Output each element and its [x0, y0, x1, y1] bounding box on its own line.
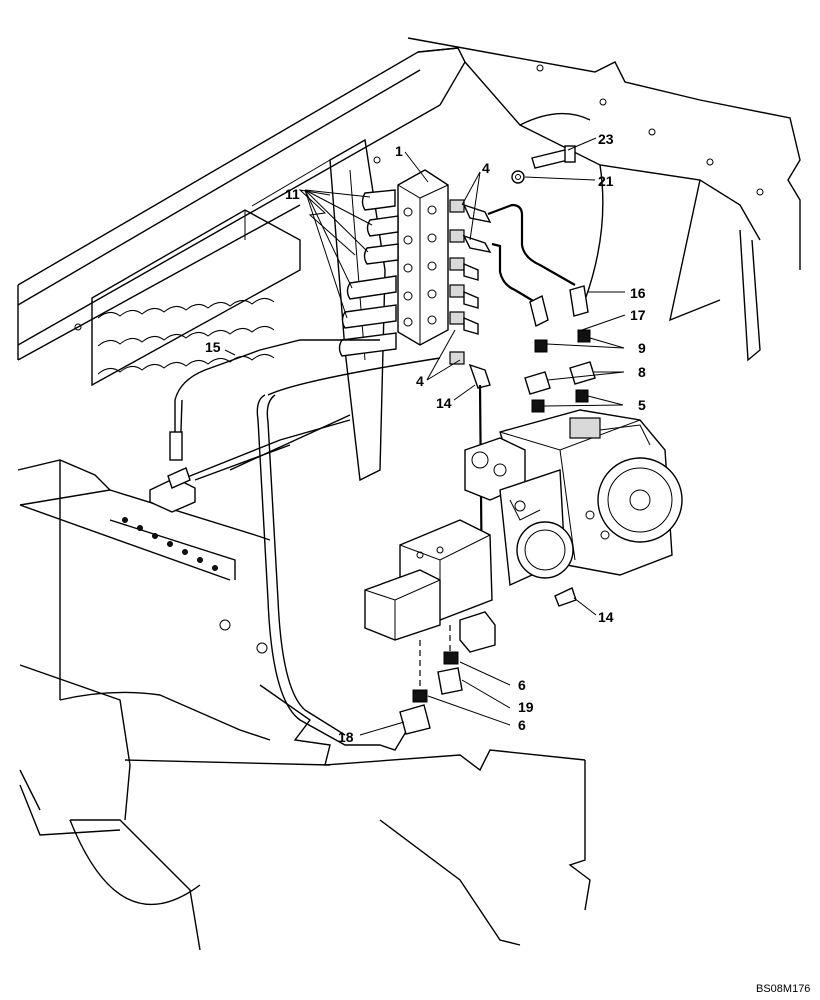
drawing-reference-code: BS08M176 — [756, 983, 810, 995]
pressure-plugs — [338, 189, 399, 357]
leader-lines — [224, 137, 626, 736]
callout-17: 17 — [630, 307, 646, 323]
callout-labels: 1 4 4 5 6 6 8 9 11 14 14 15 16 17 18 19 … — [205, 131, 646, 745]
manifold-block — [397, 169, 449, 346]
callout-8: 8 — [638, 364, 646, 380]
callout-6-upper: 6 — [518, 677, 526, 693]
callout-23: 23 — [598, 131, 614, 147]
callout-21: 21 — [598, 173, 614, 189]
tee-fitting-left — [149, 431, 196, 513]
callout-4-upper: 4 — [482, 160, 490, 176]
callout-6-lower: 6 — [518, 717, 526, 733]
bolt-hole-row — [122, 517, 218, 571]
callout-1: 1 — [395, 143, 403, 159]
lower-left-chassis — [17, 459, 591, 951]
callout-16: 16 — [630, 285, 646, 301]
callout-18: 18 — [338, 729, 354, 745]
upper-left-frame-beam — [17, 47, 466, 361]
lower-fittings — [399, 625, 463, 735]
callout-19: 19 — [518, 699, 534, 715]
callout-9: 9 — [638, 340, 646, 356]
callout-14-lower: 14 — [598, 609, 614, 625]
callout-5: 5 — [638, 397, 646, 413]
hydraulic-pump — [364, 409, 683, 653]
bolt-and-washer — [511, 145, 576, 184]
right-upper-panel — [407, 37, 801, 362]
callout-4-lower: 4 — [416, 373, 424, 389]
manifold-fittings — [449, 199, 492, 389]
callout-15: 15 — [205, 339, 221, 355]
fittings-column-right — [524, 285, 596, 413]
radiator-grille-panel — [91, 159, 331, 387]
callout-14-upper: 14 — [436, 395, 452, 411]
callout-11: 11 — [285, 186, 300, 202]
manifold-ports — [403, 205, 437, 327]
